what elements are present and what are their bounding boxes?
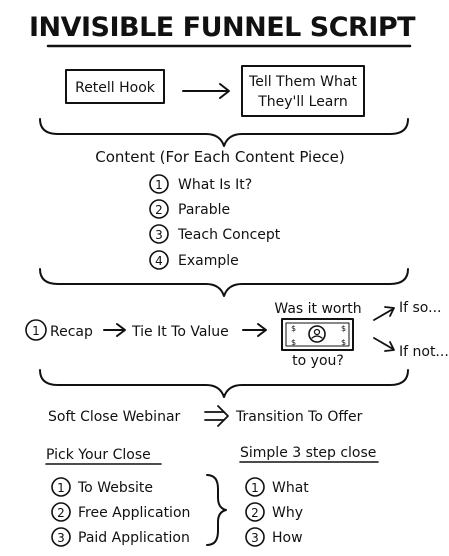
retell-hook-box: Retell Hook bbox=[65, 69, 165, 104]
content-item-3-label: Teach Concept bbox=[177, 227, 281, 243]
tell-them-line2: They'll Learn bbox=[257, 94, 348, 110]
content-item-4: 4 Example bbox=[149, 250, 239, 270]
svg-text:$: $ bbox=[341, 338, 346, 347]
if-so-label: If so... bbox=[399, 300, 441, 316]
pick-item-3: 3 Paid Application bbox=[51, 527, 190, 547]
implies-arrow bbox=[204, 405, 229, 427]
soft-close-label: Soft Close Webinar bbox=[48, 409, 181, 425]
svg-text:$: $ bbox=[291, 338, 296, 347]
money-bill-icon: $ $ $ $ bbox=[281, 318, 354, 351]
pick-item-1: 1 To Website bbox=[51, 477, 153, 497]
arrow-if-not bbox=[373, 337, 395, 352]
content-item-3-num: 3 bbox=[155, 228, 163, 242]
simple-item-2: 2 Why bbox=[245, 502, 303, 522]
simple-item-3: 3 How bbox=[245, 527, 303, 547]
simple-item-1-label: What bbox=[272, 480, 309, 496]
tell-them-box: Tell Them What They'll Learn bbox=[241, 65, 365, 117]
pick-item-2-num: 2 bbox=[57, 506, 65, 520]
simple-item-1-num: 1 bbox=[251, 481, 259, 495]
simple-item-2-num: 2 bbox=[251, 506, 259, 520]
content-item-4-label: Example bbox=[178, 253, 239, 269]
content-item-2: 2 Parable bbox=[149, 199, 230, 219]
content-item-1-num: 1 bbox=[155, 178, 163, 192]
arrow-tie-money bbox=[242, 323, 267, 337]
tie-to-value-label: Tie It To Value bbox=[131, 324, 229, 340]
recap-step: 1 Recap bbox=[25, 319, 93, 341]
tell-them-line1: Tell Them What bbox=[248, 74, 357, 90]
pick-close-heading: Pick Your Close bbox=[46, 447, 151, 463]
page-title: INVISIBLE FUNNEL SCRIPT bbox=[29, 12, 416, 43]
pick-item-1-num: 1 bbox=[57, 481, 65, 495]
transition-label: Transition To Offer bbox=[235, 409, 363, 425]
content-item-1-label: What Is It? bbox=[178, 177, 252, 193]
content-item-1: 1 What Is It? bbox=[149, 174, 252, 194]
recap-num: 1 bbox=[32, 324, 40, 338]
pick-item-1-label: To Website bbox=[77, 480, 153, 496]
simple-item-3-label: How bbox=[272, 530, 303, 546]
pick-item-2: 2 Free Application bbox=[51, 502, 190, 522]
content-item-3: 3 Teach Concept bbox=[149, 224, 281, 244]
svg-text:$: $ bbox=[341, 324, 346, 333]
brace-1 bbox=[39, 118, 409, 147]
vertical-brace bbox=[206, 474, 227, 546]
content-item-2-num: 2 bbox=[155, 203, 163, 217]
arrow-recap-tie bbox=[103, 323, 126, 337]
retell-hook-label: Retell Hook bbox=[75, 80, 156, 96]
pick-item-3-label: Paid Application bbox=[78, 530, 190, 546]
pick-item-3-num: 3 bbox=[57, 531, 65, 545]
if-not-label: If not... bbox=[399, 344, 449, 360]
question-bottom: to you? bbox=[292, 353, 344, 369]
simple-item-1: 1 What bbox=[245, 477, 309, 497]
content-heading: Content (For Each Content Piece) bbox=[95, 148, 345, 166]
simple-item-2-label: Why bbox=[272, 505, 303, 521]
brace-3 bbox=[39, 369, 409, 398]
question-top: Was it worth bbox=[274, 301, 361, 317]
simple-item-3-num: 3 bbox=[251, 531, 259, 545]
arrow-intro bbox=[182, 83, 230, 99]
recap-label: Recap bbox=[50, 324, 93, 340]
arrow-if-so bbox=[373, 306, 395, 321]
brace-2 bbox=[39, 268, 409, 297]
simple-close-heading: Simple 3 step close bbox=[240, 445, 376, 461]
svg-text:$: $ bbox=[291, 324, 296, 333]
content-item-4-num: 4 bbox=[155, 254, 163, 268]
pick-item-2-label: Free Application bbox=[78, 505, 190, 521]
content-item-2-label: Parable bbox=[178, 202, 230, 218]
